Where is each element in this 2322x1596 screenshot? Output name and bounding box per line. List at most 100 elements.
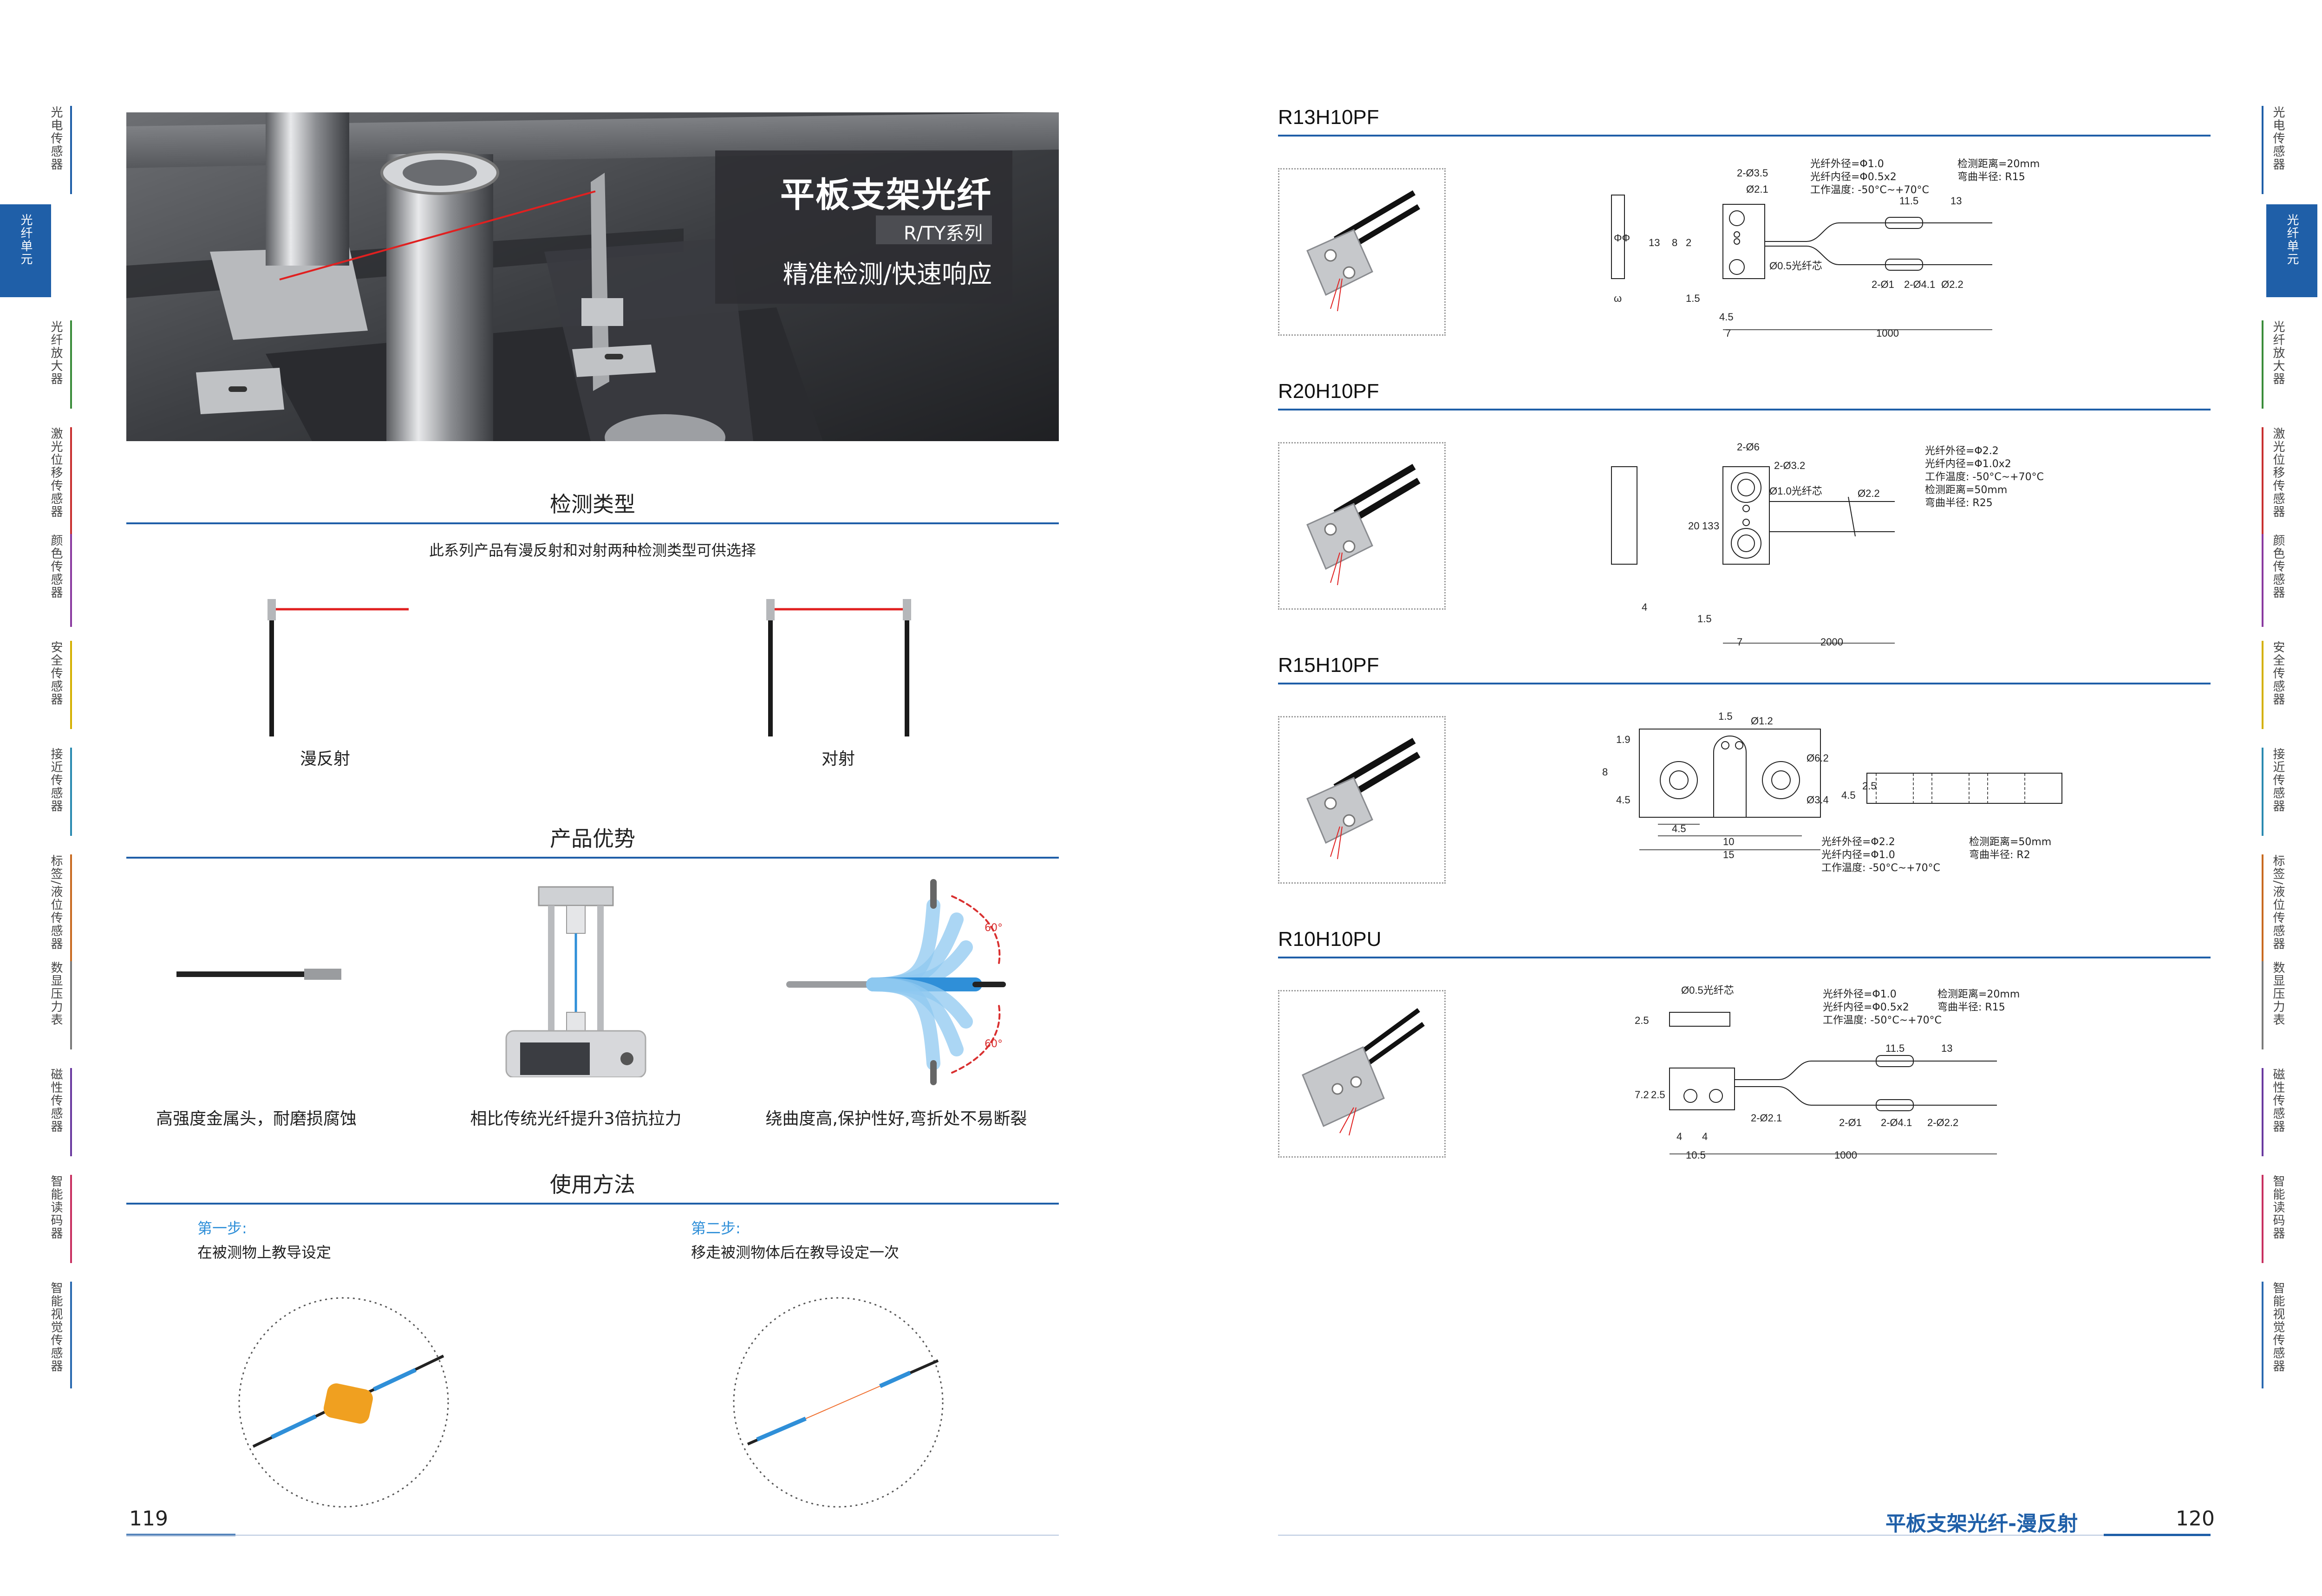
side-tab-label: 激光位移传感器 xyxy=(2271,427,2285,518)
specs-right: 检测距离=20mm 弯曲半径: R15 xyxy=(1957,158,2040,183)
side-tab-6[interactable]: 安全传感器 xyxy=(39,641,72,729)
dim-label: 2-Ø3.5 xyxy=(1737,167,1768,179)
side-tab-label: 光电传感器 xyxy=(2271,106,2285,171)
specs-left: 光纤外径=Φ2.2 光纤内径=Φ1.0x2 工作温度: -50°C~+70°C … xyxy=(1925,445,2044,509)
side-tab-1[interactable]: 光电传感器 xyxy=(2262,106,2294,194)
side-tab-color-bar xyxy=(70,1068,72,1156)
advantage-3: 绕曲度高,保护性好,弯折处不易断裂 xyxy=(765,1109,1027,1128)
product-photo xyxy=(1278,442,1446,610)
dim-label: 2-Ø6 xyxy=(1737,441,1760,453)
section-rule xyxy=(126,857,1059,859)
side-tab-color-bar xyxy=(2262,534,2263,627)
side-tab-5[interactable]: 颜色传感器 xyxy=(2262,534,2294,627)
side-tab-label: 接近传感器 xyxy=(2271,748,2285,813)
dim-label: 2-Ø3.2 xyxy=(1774,460,1805,471)
side-tab-label: 光纤单元 xyxy=(2285,214,2299,266)
dim-label: Ø2.2 xyxy=(1941,279,1963,290)
diffuse-label: 漫反射 xyxy=(300,749,350,769)
side-tab-label: 光纤放大器 xyxy=(49,320,63,385)
side-tab-color-bar xyxy=(70,320,72,409)
dim-label: 4 xyxy=(1642,601,1647,613)
side-tab-color-bar xyxy=(2262,427,2263,548)
side-tab-color-bar xyxy=(70,106,72,194)
dim-label: 1.5 xyxy=(1718,710,1733,722)
dim-label: 7 xyxy=(1725,327,1731,339)
side-tab-color-bar xyxy=(2262,641,2263,729)
dim-label: 2000 xyxy=(1820,636,1843,648)
dim-label: 7 xyxy=(1737,636,1742,648)
metal-head xyxy=(304,969,341,980)
dim-label: 4 xyxy=(1676,1131,1682,1142)
side-tab-4[interactable]: 激光位移传感器 xyxy=(39,427,72,548)
dim-label: 1000 xyxy=(1834,1149,1857,1161)
dimension-drawing-4: Ø0.5光纤芯 2.5 7.2 2.5 2-Ø2.1 2-Ø1 2-Ø4.1 2… xyxy=(1635,984,1997,1161)
dim-label: 2.5 xyxy=(1862,780,1877,792)
side-tab-1[interactable]: 光电传感器 xyxy=(39,106,72,194)
fiber-cable xyxy=(176,971,307,977)
dim-label: 2-Ø2.1 xyxy=(1751,1112,1782,1124)
specs-right: 检测距离=20mm 弯曲半径: R15 xyxy=(1937,989,2020,1013)
side-tab-label: 标签/液位传感器 xyxy=(49,854,63,951)
dim-label: 10.5 xyxy=(1686,1149,1706,1161)
side-tab-4[interactable]: 激光位移传感器 xyxy=(2262,427,2294,548)
model-rule xyxy=(1278,683,2211,684)
side-tab-label: 磁性传感器 xyxy=(2271,1068,2285,1133)
dim-label: 2 xyxy=(1686,237,1691,248)
dim-label: 4.5 xyxy=(1719,311,1734,323)
specs-right: 检测距离=50mm 弯曲半径: R2 xyxy=(1969,836,2052,861)
side-tab-8[interactable]: 标签/液位传感器 xyxy=(2262,854,2294,975)
side-tab-12[interactable]: 智能视觉传感器 xyxy=(39,1282,72,1388)
side-tab-label: 安全传感器 xyxy=(2271,641,2285,706)
left-footer-rule xyxy=(126,1535,1059,1536)
specs-left: 光纤外径=Φ2.2 光纤内径=Φ1.0 工作温度: -50°C~+70°C xyxy=(1821,836,1940,874)
diffuse-cable xyxy=(269,620,274,736)
model-name: R10H10PU xyxy=(1278,928,1382,951)
dim-label: 2-Ø4.1 xyxy=(1881,1117,1912,1128)
section-rule xyxy=(126,1203,1059,1205)
side-tab-10[interactable]: 磁性传感器 xyxy=(2262,1068,2294,1156)
side-tab-8[interactable]: 标签/液位传感器 xyxy=(39,854,72,975)
hero-text-panel: 平板支架光纤 R/TY系列 精准检测/快速响应 xyxy=(715,150,1012,304)
side-tab-11[interactable]: 智能读码器 xyxy=(39,1175,72,1263)
side-tab-label: 光电传感器 xyxy=(49,106,63,171)
section-title-detect-type: 检测类型 xyxy=(550,492,635,517)
dim-label: 7.2 xyxy=(1635,1089,1649,1101)
side-tab-7[interactable]: 接近传感器 xyxy=(2262,748,2294,836)
dim-label: 1.5 xyxy=(1686,293,1700,304)
step1-title: 第一步: xyxy=(197,1219,247,1237)
dim-label: 13 xyxy=(1950,195,1962,207)
side-tab-9[interactable]: 数显压力表 xyxy=(39,961,72,1049)
model-rule xyxy=(1278,957,2211,958)
through-label: 对射 xyxy=(821,749,855,769)
side-tab-10[interactable]: 磁性传感器 xyxy=(39,1068,72,1156)
model-rule xyxy=(1278,409,2211,410)
side-tab-7[interactable]: 接近传感器 xyxy=(39,748,72,836)
side-tab-2[interactable]: 光纤单元 xyxy=(2266,204,2317,297)
dim-label: 10 xyxy=(1723,836,1734,847)
side-tab-3[interactable]: 光纤放大器 xyxy=(2262,320,2294,409)
step2-illustration xyxy=(733,1297,944,1508)
sensor-photo-1 xyxy=(1306,190,1421,312)
dim-label: Ø0.5光纤芯 xyxy=(1681,984,1734,996)
right-page-number: 120 xyxy=(2176,1507,2215,1531)
side-tab-3[interactable]: 光纤放大器 xyxy=(39,320,72,409)
specs-left: 光纤外径=Φ1.0 光纤内径=Φ0.5x2 工作温度: -50°C~+70°C xyxy=(1810,158,1929,196)
dim-label: Ø2.2 xyxy=(1858,488,1880,499)
side-tab-2[interactable]: 光纤单元 xyxy=(0,204,51,297)
side-tab-9[interactable]: 数显压力表 xyxy=(2262,961,2294,1049)
angle-label-top: 60° xyxy=(985,922,1003,934)
side-tab-12[interactable]: 智能视觉传感器 xyxy=(2262,1282,2294,1388)
side-tab-6[interactable]: 安全传感器 xyxy=(2262,641,2294,729)
dim-label: 13 xyxy=(1702,520,1713,532)
dim-label: 15 xyxy=(1723,849,1734,860)
side-tab-11[interactable]: 智能读码器 xyxy=(2262,1175,2294,1263)
side-tab-label: 智能视觉传感器 xyxy=(2271,1282,2285,1373)
side-tab-color-bar xyxy=(70,1175,72,1263)
dim-label: ΦΦ xyxy=(1614,232,1630,244)
side-tab-5[interactable]: 颜色传感器 xyxy=(39,534,72,627)
side-tab-label: 颜色传感器 xyxy=(2271,534,2285,599)
right-footer-rule xyxy=(1278,1535,2211,1536)
side-tab-label: 数显压力表 xyxy=(2271,961,2285,1026)
side-tab-label: 标签/液位传感器 xyxy=(2271,854,2285,951)
step2-desc: 移走被测物体后在教导设定一次 xyxy=(691,1244,900,1261)
